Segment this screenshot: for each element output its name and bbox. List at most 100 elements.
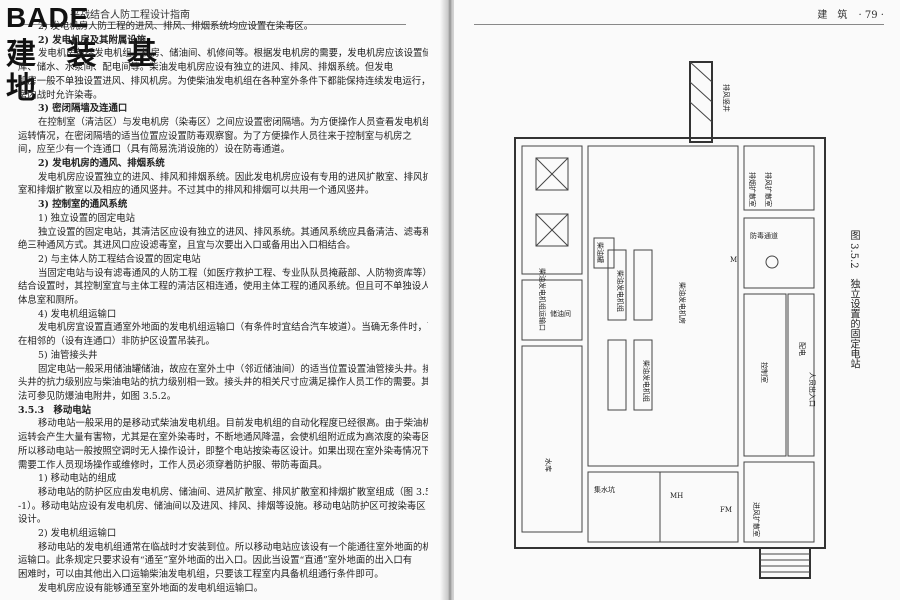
text-line: 独立设置的固定电站，其清洁区应设有独立的进风、排风系统。其通风系统应具备清洁、滤… (38, 226, 428, 238)
label-fuel-room: 储油间 (550, 309, 571, 318)
equipment-box (535, 213, 569, 247)
label-genset-2: 柴油发电机组 (642, 360, 651, 402)
label-intake-diffuser: 进风扩散室 (752, 502, 761, 537)
entrance-stair (759, 547, 811, 579)
text-line: 当固定电站与设有滤毒通风的人防工程（如医疗救护工程、专业队队员掩蔽部、人防物资库… (38, 267, 428, 279)
label-personnel: 人员出入口 (808, 372, 817, 407)
label-anti-room: 防毒通道 (750, 231, 778, 240)
shaft-hatch (689, 101, 713, 123)
corridor-right (787, 293, 815, 457)
control-room (743, 293, 787, 457)
text-line: 移动电站一般采用的是移动式柴油发电机组。目前发电机组的自动化程度已经很高。由于柴… (38, 418, 428, 430)
label-transport: 柴油发电机组运输口 (538, 268, 547, 331)
section-heading: 3.5.3 移动电站 (18, 404, 91, 416)
anti-gas-room (743, 217, 815, 289)
shaft-hatch (689, 81, 713, 103)
genset-block (607, 249, 627, 321)
text-line: 移动电站的发电机组通常在临战时才安装到位。所以移动电站应该设有一个能通往室外地面… (38, 541, 428, 553)
text-line: 法可参见防爆油电附井，如图 3.5.2。 (18, 390, 177, 402)
text-line: 室和排烟扩散室以及相应的通风竖井。不过其中的排风和排烟可以共用一个通风竖井。 (18, 185, 375, 197)
text-line: 4) 发电机组运输口 (38, 308, 117, 320)
text-line: 3) 密闭隔墙及连通口 (38, 103, 128, 115)
equipment-box (535, 157, 569, 191)
text-line: 库、储水、水泵间、配电间等。柴油发电机房应设有独立的进风、排风、排烟系统。但发电 (18, 62, 394, 74)
text-line: 设计。 (18, 514, 47, 526)
text-line: 运转会产生大量有害物，尤其是在室外染毒时，不断地通风降温，会使机组附近成为高浓度… (18, 432, 428, 444)
text-line: 体息室和厕所。 (18, 295, 84, 307)
text-line: 在控制室（清洁区）与发电机房（染毒区）之间应设置密闭隔墙。为方便操作人员查看发电… (38, 116, 428, 128)
shaft-hatch (689, 61, 713, 83)
genset-block (633, 249, 653, 321)
label-genset: 柴油发电机组 (616, 270, 625, 312)
text-line: 1) 独立设置的固定电站 (38, 212, 135, 224)
text-line: 发电机房宜设置直通室外地面的发电机组运输口（有条件时宜结合汽车坡道）。当确无条件… (38, 322, 428, 334)
label-mh: MH (670, 492, 683, 500)
text-line: -1）。移动电站应设有发电机房、储油间以及进风、排风、排烟等设施。移动电站防护区… (18, 500, 426, 512)
label-exhaust-shaft: 排风竖井 (722, 84, 731, 112)
text-line: 2) 发电机房人防工程的进风、排风、排烟系统均应设置在染毒区。 (38, 21, 314, 32)
bottom-rooms (587, 471, 739, 543)
generator-room (587, 145, 739, 467)
text-line: 固定电站一般采用储油罐储油，故应在室外土中（邻近储油间）的适当位置设置油管接头井… (38, 363, 428, 375)
water-pool-room (521, 345, 583, 533)
text-line: 房内战时允许染毒。 (18, 89, 103, 101)
box-cross (535, 157, 569, 191)
text-line: 需要工作人员现场操作或维修时，工作人员必须穿着防护服、带防毒面具。 (18, 459, 328, 471)
label-diffuser-exhaust: 排风扩散室 (764, 172, 773, 207)
label-diffuser-smoke: 排烟扩散室 (748, 172, 757, 207)
text-line: 1) 移动电站的组成 (38, 473, 117, 485)
text-line: 运输口。此条规定只要求设有“通至”室外地面的出入口。因此当设置“直通”室外地面的… (18, 555, 413, 567)
text-line: 发电机房包括发电机组、机房、储油间、机修间等。根据发电机房的需要，发电机房应该设… (38, 48, 428, 60)
text-line: 2) 发电机组运输口 (38, 528, 117, 540)
text-line: 困难时，可以由其他出入口运输柴油发电机组，只要该工程室内具备机组通行条件即可。 (18, 569, 384, 581)
label-generator-room: 柴油发电机房 (678, 282, 687, 324)
text-line: 运转情况，在密闭隔墙的适当位置应设置防毒观察窗。为了方便操作人员往来于控制室与机… (18, 130, 412, 142)
text-line: 发电机房应设置独立的进风、排风和排烟系统。因此发电机房应设有专用的进风扩散室、排… (38, 171, 428, 183)
oil-tank-box (593, 237, 615, 269)
left-running-header: 平战结合人防工程设计指南 (10, 6, 406, 25)
left-body-text: 2) 发电机房人防工程的进风、排风、排烟系统均应设置在染毒区。 2) 发电机房及… (18, 20, 428, 596)
label-m: M (730, 256, 737, 264)
right-page: 建 筑 · 79 · (454, 0, 900, 600)
text-line: 移动电站的防护区应由发电机房、储油间、进风扩散室、排风扩散室和排烟扩散室组成（图… (38, 486, 428, 498)
label-control-room: 控制室 (760, 362, 769, 383)
transport-corridor (521, 145, 583, 275)
text-line: 头井的抗力级别应与柴油电站的抗力级别相一致。接头井的相关尺寸应满足操作人员工作的… (18, 377, 428, 389)
watermark-subtitle: 建 装 基 地 (6, 37, 167, 106)
label-water-pool: 水库 (544, 458, 553, 472)
text-line: 2) 与主体人防工程结合设置的固定电站 (38, 253, 201, 265)
right-header-section: 建 筑 (817, 10, 848, 21)
box-cross (535, 213, 569, 247)
text-line: 间，应至少有一个连通口（具有简易洗消设施的）设在防毒通道。 (18, 144, 290, 156)
watermark-brand: BADE (6, 2, 90, 33)
text-line: 在相邻的（设有连通口）非防护区设置吊装孔。 (18, 336, 215, 348)
text-line: 2) 发电机房及其附属设施 (38, 34, 146, 46)
text-line: 2) 发电机房的通风、排烟系统 (38, 158, 165, 170)
text-line: 绝三种通风方式。其进风口应设滤毒室，且宜与次要出入口或备用出入口相结合。 (18, 240, 356, 252)
figure-caption: 图 3.5.2 独立设置的固定电站 (848, 230, 859, 369)
exhaust-shaft (689, 61, 713, 143)
page-number: · 79 · (858, 10, 884, 21)
genset-block (607, 339, 627, 411)
text-line: 结合设置时，其控制室宜与主体工程的清洁区相连通，使用主体工程的通风系统。但且可不… (18, 281, 428, 293)
sump-circle (765, 255, 779, 269)
genset-block (633, 339, 653, 411)
label-fm: FM (720, 506, 732, 514)
intake-rooms (743, 461, 815, 543)
floor-plan-drawing: 柴油发电机组运输口 储油间 水库 柴油发电机房 柴油发电机组 柴油发电机组 柴油… (514, 61, 826, 579)
label-oil-tank: 柴油罐 (596, 242, 605, 263)
fuel-room-left (521, 279, 583, 341)
diffuser-rooms (743, 145, 815, 211)
text-line: 所以移动电站一般按照空调时无人操作设计，即整个电站按染毒区设计。如果出现在室外染… (18, 445, 428, 457)
outer-wall (514, 137, 826, 549)
watermark-logo: BADE 建 装 基 地 (6, 2, 206, 106)
left-page: 平战结合人防工程设计指南 BADE 建 装 基 地 2) 发电机房人防工程的进风… (0, 0, 446, 600)
left-header-title: 平战结合人防工程设计指南 (70, 10, 190, 21)
label-distribution: 配电 (798, 342, 807, 356)
right-running-header: 建 筑 · 79 · (474, 6, 884, 25)
text-line: 3) 控制室的通风系统 (38, 199, 128, 211)
label-sump: 集水坑 (594, 485, 615, 494)
text-line: 发电机房应设有能够通至室外地面的发电机组运输口。 (38, 582, 264, 594)
text-line: 5) 油管接头井 (38, 349, 98, 361)
